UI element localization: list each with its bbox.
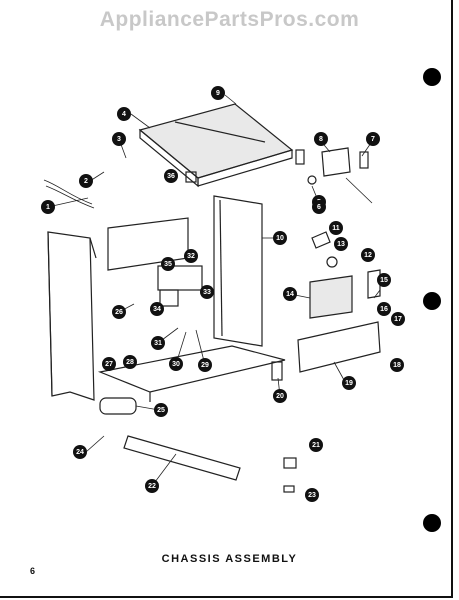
base-frame bbox=[97, 345, 286, 402]
callout-label: 3 bbox=[117, 136, 121, 143]
callout-10: 10 bbox=[273, 231, 287, 245]
callout-label: 19 bbox=[345, 380, 353, 387]
access-cover-plate bbox=[309, 275, 353, 319]
callout-label: 1 bbox=[46, 204, 50, 211]
callout-6: 6 bbox=[312, 200, 326, 214]
callout-label: 2 bbox=[84, 178, 88, 185]
callout-2: 2 bbox=[79, 174, 93, 188]
callout-4: 4 bbox=[117, 107, 131, 121]
callout-label: 30 bbox=[172, 361, 180, 368]
callout-21: 21 bbox=[309, 438, 323, 452]
callout-label: 7 bbox=[371, 136, 375, 143]
callout-label: 17 bbox=[394, 316, 402, 323]
callout-28: 28 bbox=[123, 355, 137, 369]
callout-layer: 1234567891011121314151617181920212223242… bbox=[41, 86, 405, 502]
callout-label: 35 bbox=[164, 261, 172, 268]
callout-label: 28 bbox=[126, 359, 134, 366]
callout-label: 25 bbox=[157, 407, 165, 414]
callout-label: 11 bbox=[332, 225, 340, 232]
callout-30: 30 bbox=[169, 357, 183, 371]
callout-label: 12 bbox=[364, 252, 372, 259]
binder-hole-top bbox=[423, 68, 441, 86]
right-bracket bbox=[367, 269, 381, 299]
leveling-feet bbox=[271, 361, 297, 493]
switch-bracket bbox=[321, 147, 351, 177]
callout-label: 16 bbox=[380, 306, 388, 313]
front-kick-panel bbox=[297, 321, 381, 373]
callout-label: 20 bbox=[276, 393, 284, 400]
callout-label: 4 bbox=[122, 111, 126, 118]
callout-label: 14 bbox=[286, 291, 294, 298]
binder-hole-bottom bbox=[423, 514, 441, 532]
callout-14: 14 bbox=[283, 287, 297, 301]
callout-1: 1 bbox=[41, 200, 55, 214]
callout-label: 26 bbox=[115, 309, 123, 316]
watermark: AppliancePartsPros.com bbox=[99, 8, 360, 31]
callout-24: 24 bbox=[73, 445, 87, 459]
callout-7: 7 bbox=[366, 132, 380, 146]
callout-17: 17 bbox=[391, 312, 405, 326]
callout-26: 26 bbox=[112, 305, 126, 319]
callout-34: 34 bbox=[150, 302, 164, 316]
callout-label: 24 bbox=[76, 449, 84, 456]
callout-18: 18 bbox=[390, 358, 404, 372]
callout-label: 22 bbox=[148, 483, 156, 490]
callout-label: 15 bbox=[380, 277, 388, 284]
callout-3: 3 bbox=[112, 132, 126, 146]
callout-35: 35 bbox=[161, 257, 175, 271]
top-cover-plate bbox=[138, 103, 294, 188]
callout-36: 36 bbox=[164, 169, 178, 183]
callout-29: 29 bbox=[198, 358, 212, 372]
callout-31: 31 bbox=[151, 336, 165, 350]
callout-label: 21 bbox=[312, 442, 320, 449]
callout-label: 23 bbox=[308, 492, 316, 499]
roller bbox=[99, 397, 137, 415]
callout-22: 22 bbox=[145, 479, 159, 493]
right-tall-panel bbox=[213, 195, 263, 347]
callout-label: 9 bbox=[216, 90, 220, 97]
callout-label: 6 bbox=[317, 204, 321, 211]
callout-label: 32 bbox=[187, 253, 195, 260]
left-side-panel bbox=[47, 231, 97, 401]
rear-inner-panel bbox=[107, 217, 189, 271]
front-bottom-rail bbox=[123, 435, 241, 481]
callout-label: 8 bbox=[319, 136, 323, 143]
callout-label: 36 bbox=[167, 173, 175, 180]
small-hardware bbox=[185, 149, 369, 268]
callout-8: 8 bbox=[314, 132, 328, 146]
callout-23: 23 bbox=[305, 488, 319, 502]
callout-19: 19 bbox=[342, 376, 356, 390]
callout-15: 15 bbox=[377, 273, 391, 287]
callout-label: 34 bbox=[153, 306, 161, 313]
callout-20: 20 bbox=[273, 389, 287, 403]
callout-13: 13 bbox=[334, 237, 348, 251]
callout-11: 11 bbox=[329, 221, 343, 235]
wire-harness bbox=[43, 179, 95, 209]
callout-label: 29 bbox=[201, 362, 209, 369]
callout-label: 31 bbox=[154, 340, 162, 347]
motor-bracket bbox=[157, 265, 203, 307]
callout-label: 13 bbox=[337, 241, 345, 248]
callout-label: 18 bbox=[393, 362, 401, 369]
callout-27: 27 bbox=[102, 357, 116, 371]
page-number: 6 bbox=[30, 566, 36, 576]
callout-25: 25 bbox=[154, 403, 168, 417]
callout-label: 10 bbox=[276, 235, 284, 242]
callout-9: 9 bbox=[211, 86, 225, 100]
callout-12: 12 bbox=[361, 248, 375, 262]
callout-33: 33 bbox=[200, 285, 214, 299]
callout-label: 33 bbox=[203, 289, 211, 296]
binder-hole-middle bbox=[423, 292, 441, 310]
diagram-caption: CHASSIS ASSEMBLY bbox=[161, 553, 298, 565]
callout-label: 27 bbox=[105, 361, 113, 368]
callout-32: 32 bbox=[184, 249, 198, 263]
callout-16: 16 bbox=[377, 302, 391, 316]
